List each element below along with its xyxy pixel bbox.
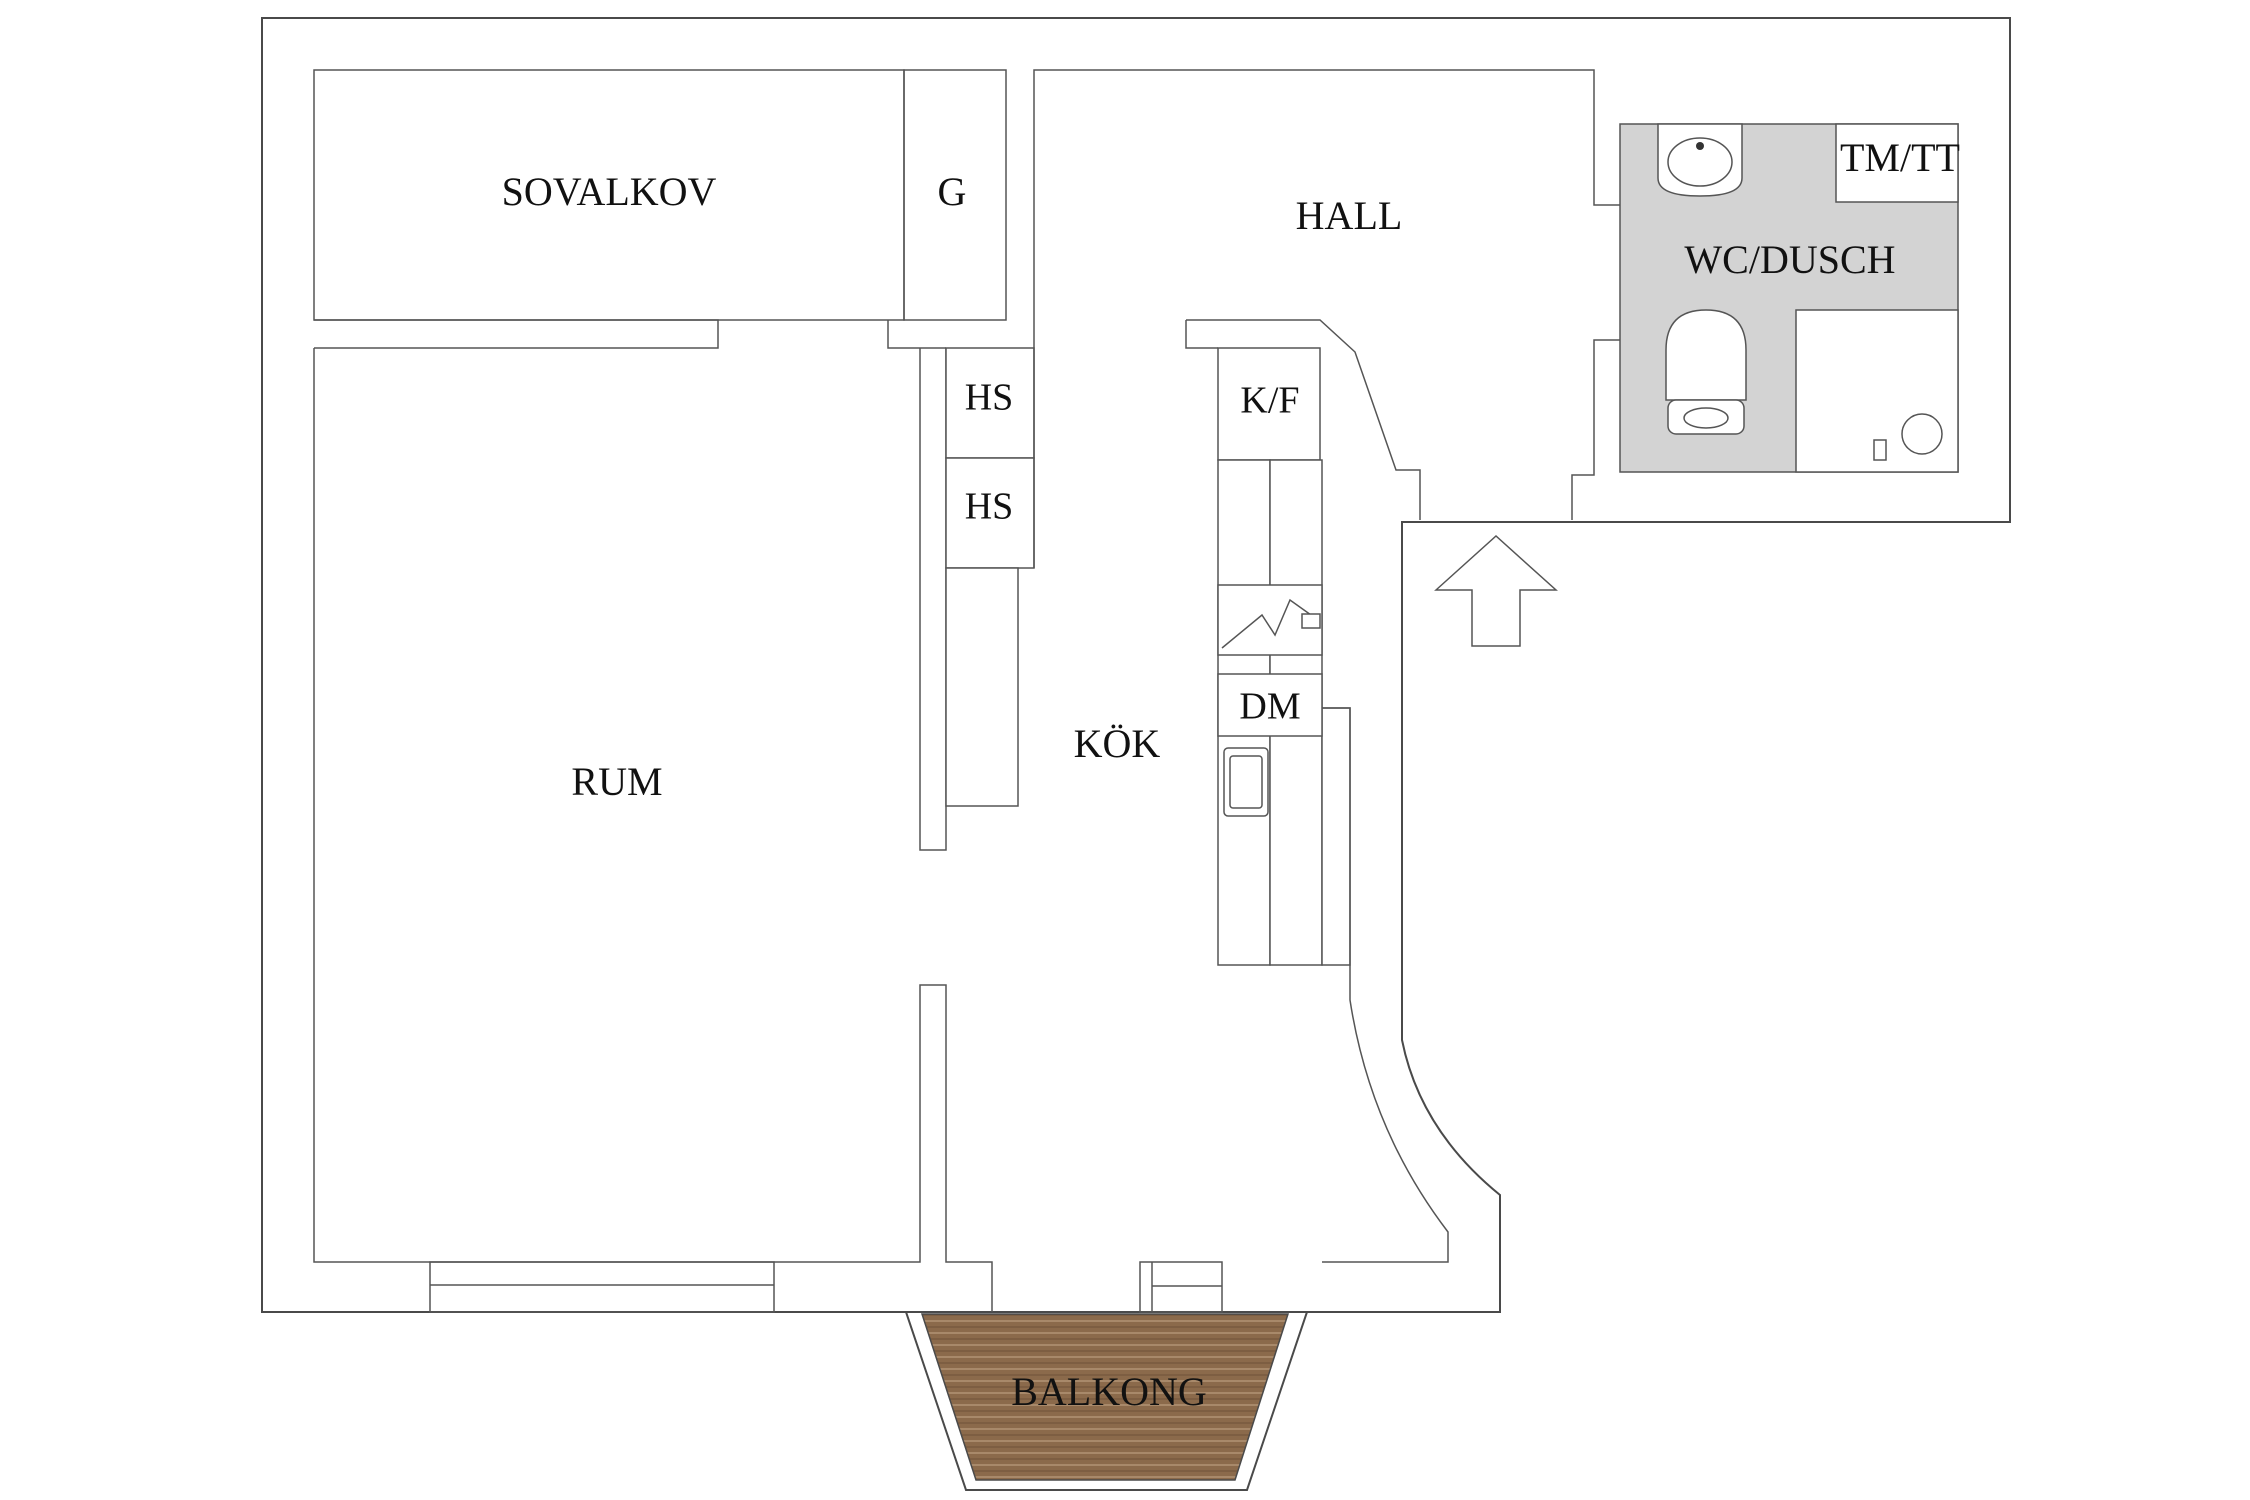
wall-kitchen-top xyxy=(1185,320,1218,349)
label-hs-2: HS xyxy=(965,486,1014,528)
label-sovalkov: SOVALKOV xyxy=(502,169,717,214)
counter-wall xyxy=(1321,707,1351,966)
window-rum xyxy=(429,1261,775,1313)
room-g xyxy=(903,69,1007,321)
shower-icon xyxy=(1901,413,1943,455)
wall-kitchen-curve xyxy=(1322,707,1449,1263)
kitchen-sink-icon xyxy=(1223,747,1269,817)
wall-hall-angled xyxy=(1186,319,1421,520)
shower-valve xyxy=(1873,439,1887,461)
label-hs-1: HS xyxy=(965,377,1014,419)
wall-hall-wc xyxy=(1571,339,1620,520)
balcony-door xyxy=(1139,1261,1223,1313)
outer-wall xyxy=(261,17,2011,1313)
label-rum: RUM xyxy=(571,759,662,804)
closet-lower xyxy=(945,567,1019,807)
label-tm-tt: TM/TT xyxy=(1840,135,1960,180)
label-balkong: BALKONG xyxy=(1011,1369,1207,1414)
label-g: G xyxy=(938,169,967,214)
appliance-dm xyxy=(1217,673,1323,737)
stove-icon xyxy=(1217,584,1323,656)
label-kok: KÖK xyxy=(1074,721,1161,766)
label-wc-dusch: WC/DUSCH xyxy=(1684,237,1895,282)
bathroom-tm-tt xyxy=(1835,123,1959,203)
toilet-icon xyxy=(1665,309,1747,435)
room-rum xyxy=(313,348,993,1312)
label-kf: K/F xyxy=(1240,380,1299,422)
balcony-deck xyxy=(920,1313,1290,1481)
entrance-arrow-icon xyxy=(1434,534,1558,647)
wall-g-hall xyxy=(1033,69,1620,568)
wall-stub-g xyxy=(887,320,946,349)
label-dm: DM xyxy=(1239,686,1300,728)
wall-sovalkov-rum xyxy=(314,319,719,349)
label-hall: HALL xyxy=(1296,193,1403,238)
sink-icon xyxy=(1657,123,1743,197)
